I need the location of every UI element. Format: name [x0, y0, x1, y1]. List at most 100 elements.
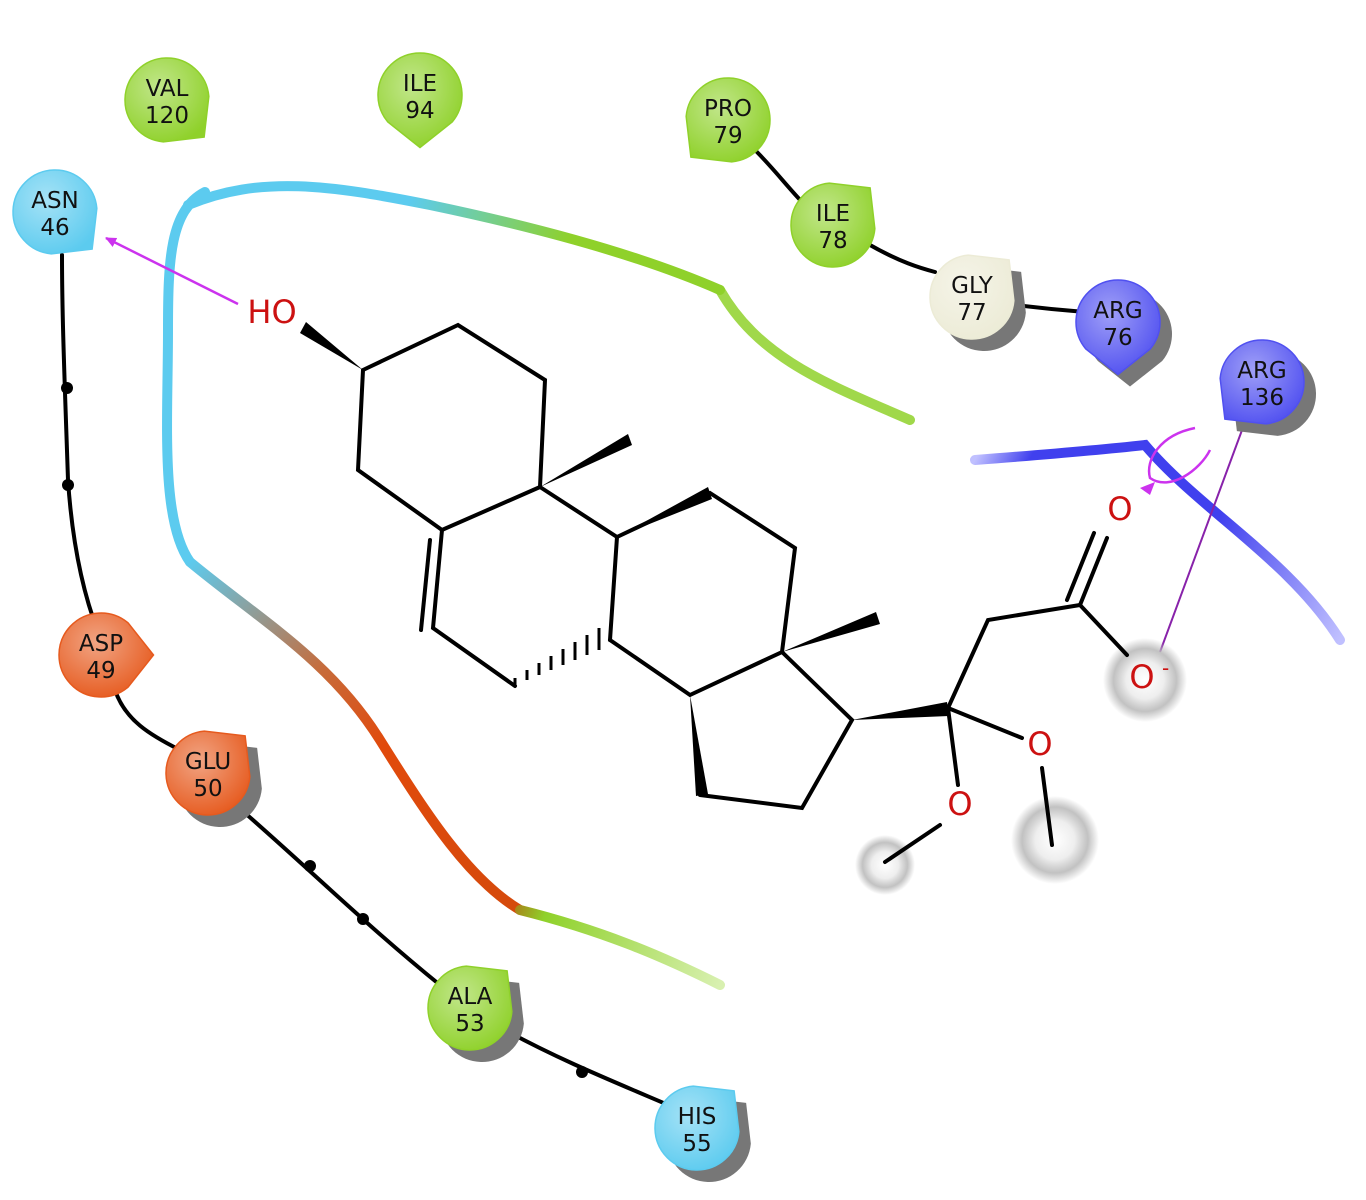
- ether-bond-2: [946, 706, 960, 787]
- carboxylate-bond: [1078, 603, 1129, 657]
- residue-drop: [377, 52, 463, 149]
- atom-hydroxyl: HO: [247, 293, 296, 331]
- residue-drop: [12, 169, 98, 255]
- interactions: [105, 236, 1246, 653]
- residue-number: 94: [405, 98, 434, 124]
- residue-number: 120: [145, 103, 189, 129]
- residue-drop: [790, 182, 876, 268]
- pi-cation-icon: [1140, 426, 1212, 495]
- atom-charge: -: [1162, 656, 1169, 680]
- residue-name: ASN: [31, 188, 79, 214]
- backbone-dot: [304, 860, 316, 872]
- residue-drop: [58, 612, 155, 698]
- wedge-bond: [300, 322, 363, 370]
- residue-name: GLU: [185, 749, 231, 775]
- salt-bridge-arg136: [1159, 421, 1246, 653]
- pocket-curve-left-lower: [185, 557, 525, 915]
- residue-number: 50: [193, 776, 222, 802]
- residue-name: GLY: [951, 273, 994, 299]
- residue-name: ILE: [403, 71, 437, 97]
- ring-c: [608, 490, 798, 698]
- atom-carboxylate-o: O: [1129, 658, 1154, 696]
- atom-ether-o-2: O: [947, 785, 972, 823]
- backbone-pro79-ile78: [753, 148, 807, 207]
- residue-number: 78: [818, 228, 847, 254]
- residue-drop: [124, 57, 210, 143]
- ring-a: [355, 322, 548, 533]
- wedge-bond-d: [690, 695, 708, 796]
- residue-number: 53: [455, 1011, 484, 1037]
- methoxy-1: [1040, 766, 1054, 847]
- residue-number: 77: [957, 300, 986, 326]
- backbone-dot: [62, 479, 74, 491]
- residue-name: VAL: [146, 76, 189, 102]
- residue-number: 136: [1240, 385, 1284, 411]
- residue-name: PRO: [704, 96, 752, 122]
- pocket-curve-right: [970, 439, 1345, 645]
- pocket-curve-bottom: [515, 905, 725, 990]
- solvent-halo: [855, 835, 915, 895]
- residue-number: 46: [40, 215, 69, 241]
- backbone-asn46-asp49: [60, 253, 100, 634]
- carbonyl-1: [1078, 536, 1109, 607]
- methoxy-2: [883, 823, 942, 864]
- backbone-asp49-glu50: [113, 688, 182, 752]
- residue-drop: [1219, 339, 1305, 425]
- pocket-curve-top-2: [715, 285, 915, 425]
- wedge-side-chain: [852, 702, 949, 720]
- residue-name: ASP: [79, 631, 123, 657]
- backbone-connections: [60, 148, 1087, 1112]
- residue-drop: [929, 254, 1015, 340]
- hashed-bond: [513, 628, 601, 686]
- atom-ether-o-1: O: [1027, 725, 1052, 763]
- atom-carbonyl-o: O: [1107, 490, 1132, 528]
- hbond-arrow-asn46: [105, 236, 239, 306]
- residue-number: 76: [1103, 325, 1132, 351]
- backbone-dot: [357, 913, 369, 925]
- ring-d: [698, 650, 855, 811]
- pocket-outline: [162, 181, 1345, 990]
- residue-name: ALA: [448, 984, 493, 1010]
- ring-b-double: [419, 538, 432, 632]
- residue-name: ARG: [1237, 358, 1287, 384]
- residue-drop: [654, 1085, 740, 1171]
- ether-bond-1: [946, 706, 1024, 740]
- backbone-glu50-ala53: [228, 798, 442, 987]
- residue-name: HIS: [678, 1104, 717, 1130]
- carbonyl-2: [1065, 531, 1096, 602]
- side-chain: [946, 603, 1082, 710]
- ring-b-2: [538, 485, 620, 642]
- residue-name: ARG: [1093, 298, 1143, 324]
- pocket-curve-top: [183, 181, 725, 295]
- residue-drop: [165, 730, 251, 816]
- residue-drop: [1075, 279, 1161, 376]
- solvent-halo: [1103, 638, 1187, 722]
- backbone-ala53-his55: [503, 1028, 682, 1112]
- residue-name: ILE: [816, 201, 850, 227]
- solvent-halo: [1011, 796, 1099, 884]
- backbone-dot: [61, 382, 73, 394]
- residue-number: 79: [713, 123, 742, 149]
- residue-drop: [427, 965, 513, 1051]
- residue-number: 55: [682, 1131, 711, 1157]
- methyl-wedge-2: [782, 612, 880, 652]
- backbone-dot: [576, 1066, 588, 1078]
- ring-b: [430, 528, 517, 688]
- pocket-curve-left: [162, 187, 210, 567]
- wedge-bond-c: [617, 487, 712, 537]
- methyl-wedge-1: [540, 434, 632, 487]
